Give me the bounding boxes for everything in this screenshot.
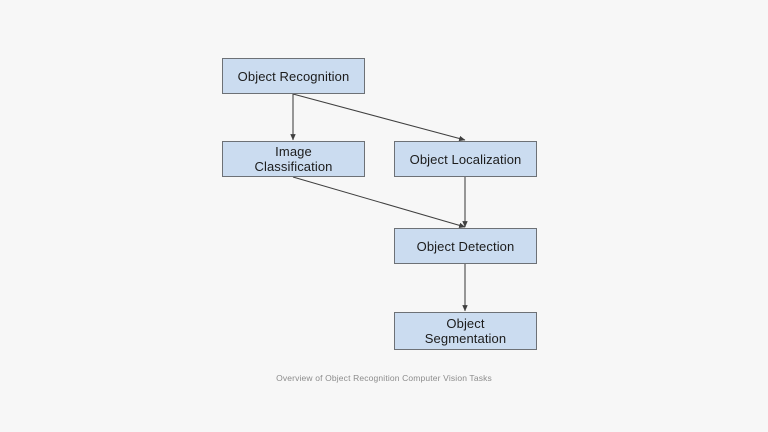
node-label: Object Localization <box>409 151 522 167</box>
edge-recognition-to-localization <box>292 93 466 142</box>
node-label: Object Recognition <box>237 68 350 84</box>
node-image-classification[interactable]: Image Classification <box>222 141 365 177</box>
diagram-caption: Overview of Object Recognition Computer … <box>276 373 492 383</box>
edge-classification-to-detection <box>292 176 466 228</box>
node-object-recognition[interactable]: Object Recognition <box>222 58 365 94</box>
node-label: Object Detection <box>416 238 515 254</box>
node-object-localization[interactable]: Object Localization <box>394 141 537 177</box>
node-object-segmentation[interactable]: Object Segmentation <box>394 312 537 350</box>
node-label: Object Segmentation <box>424 316 507 346</box>
node-label: Image Classification <box>254 144 333 174</box>
node-object-detection[interactable]: Object Detection <box>394 228 537 264</box>
